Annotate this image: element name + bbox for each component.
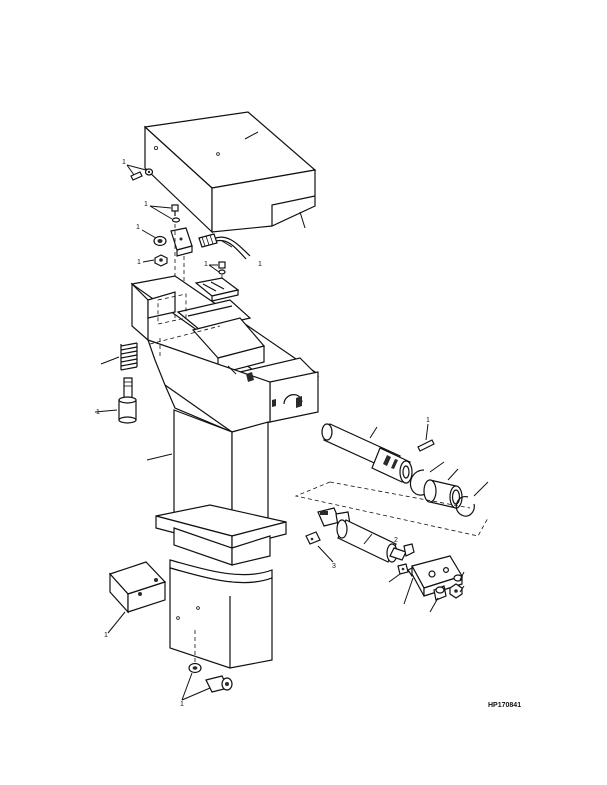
leader [317, 545, 334, 563]
callout-number: 1 [204, 261, 208, 268]
hex-nut [154, 254, 168, 267]
alignment-line [329, 481, 471, 509]
leader [363, 533, 373, 545]
leader [141, 229, 157, 239]
callout-number: 1 [96, 409, 100, 416]
leader [181, 687, 211, 701]
leader [100, 356, 120, 365]
callout-number: 1 [136, 224, 140, 231]
callout-number: 1 [144, 201, 148, 208]
screw-and-washer [171, 204, 181, 223]
callout-number: 2 [394, 537, 398, 544]
leader [429, 597, 439, 613]
clevis-bracket [411, 555, 463, 597]
angle-bracket [170, 227, 193, 257]
leader [208, 264, 220, 273]
main-housing-head [130, 275, 320, 433]
top-cover [143, 111, 317, 234]
leader [227, 365, 237, 375]
alignment-line [149, 325, 221, 345]
mounting-hole [176, 616, 180, 620]
leader [181, 672, 193, 701]
leader [126, 164, 147, 171]
bushing [423, 479, 463, 509]
hex-nut [449, 574, 463, 599]
fitting [305, 531, 321, 545]
cap-screw [188, 662, 233, 693]
leader [388, 573, 401, 583]
retaining-ring [455, 496, 475, 517]
clamp-plate [194, 277, 240, 302]
leader [425, 423, 429, 441]
leader [149, 205, 173, 220]
leader [142, 259, 155, 263]
leader [459, 571, 465, 581]
leader [473, 481, 489, 497]
callout-number: 1 [180, 701, 184, 708]
callout-number: 3 [332, 563, 336, 570]
leader [299, 211, 306, 229]
leader [244, 131, 259, 140]
mounting-hole [196, 606, 200, 610]
dowel-pin [417, 439, 435, 452]
drive-shaft [321, 423, 413, 484]
cap-screw [433, 585, 447, 601]
leader [107, 611, 126, 634]
proximity-sensor [198, 233, 251, 260]
leader [369, 426, 378, 439]
cap-screw [130, 168, 154, 181]
callout-number: 1 [426, 417, 430, 424]
vertical-column [155, 409, 287, 669]
air-cylinder [317, 507, 415, 563]
leader [149, 205, 172, 209]
callout-number: 1 [104, 632, 108, 639]
callout-number: 1 [122, 159, 126, 166]
compression-spring [120, 342, 138, 371]
leader [459, 585, 465, 593]
lock-nut [153, 235, 167, 247]
leader [447, 468, 459, 481]
guide-pin [118, 377, 137, 424]
leader [429, 461, 445, 473]
alignment-line [157, 293, 187, 325]
figure-id-label: HP170841 [488, 702, 522, 709]
leader [126, 164, 135, 176]
mounting-block [108, 561, 167, 614]
leader [94, 409, 118, 413]
screw-and-washer [218, 261, 226, 275]
alignment-line [294, 481, 489, 537]
leader [403, 577, 414, 605]
callout-number: 1 [137, 259, 141, 266]
callout-number: 1 [258, 261, 262, 268]
leader [146, 453, 173, 461]
leader [221, 240, 233, 248]
